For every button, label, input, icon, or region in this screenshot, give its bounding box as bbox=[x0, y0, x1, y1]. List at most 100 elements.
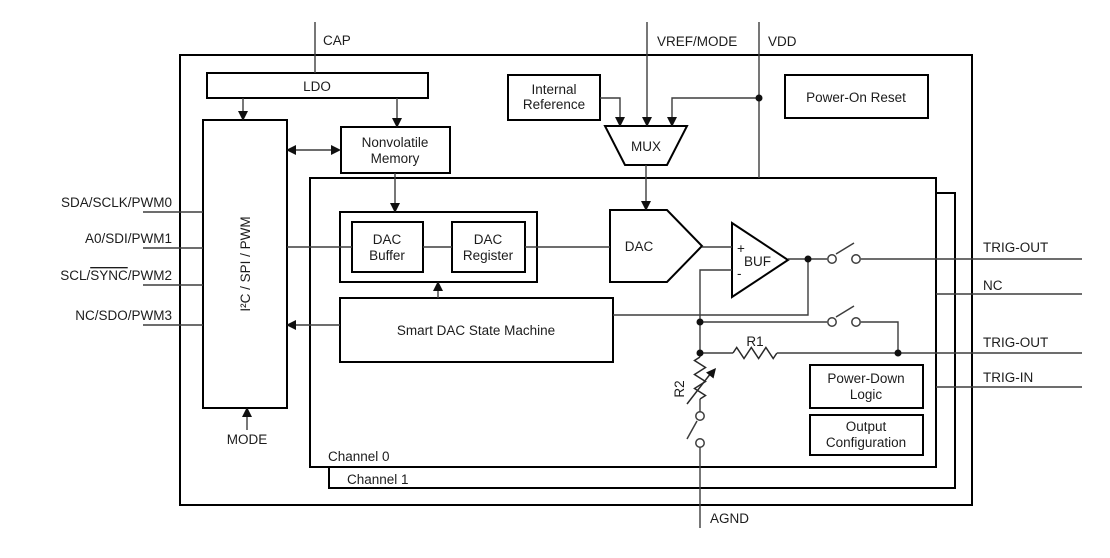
dac-buffer-label-line1: DAC bbox=[373, 232, 402, 247]
wire-intref-to-mux bbox=[600, 97, 621, 124]
switch2-contact-left bbox=[827, 317, 837, 327]
state-machine-label: Smart DAC State Machine bbox=[397, 323, 555, 338]
power-down-label-line2: Logic bbox=[850, 387, 883, 402]
arrowhead-nvm-right bbox=[331, 145, 341, 155]
switch3-contact-bottom bbox=[695, 438, 705, 448]
resistor-r2 bbox=[693, 356, 707, 400]
output-switch-1 bbox=[827, 242, 861, 264]
switch1-contact-left bbox=[827, 254, 837, 264]
arrowhead-interface-left bbox=[286, 145, 296, 155]
interface-label: I²C / SPI / PWM bbox=[238, 216, 253, 311]
internal-ref-label-line1: Internal bbox=[531, 82, 576, 97]
internal-ref-label-line2: Reference bbox=[523, 97, 585, 112]
arrowhead-sm-interface bbox=[286, 320, 296, 330]
arrowhead-mux-dac bbox=[641, 201, 651, 211]
sync-overline: SYNC bbox=[90, 268, 128, 283]
resistor-r2-arrowhead bbox=[706, 368, 716, 379]
pin-label-sda-sclk-pwm0: SDA/SCLK/PWM0 bbox=[61, 195, 172, 210]
wire-switch2-down bbox=[861, 321, 899, 353]
resistor-r1 bbox=[732, 346, 778, 360]
arrowhead-mode bbox=[242, 407, 252, 417]
dac-register-label-line1: DAC bbox=[474, 232, 503, 247]
junction-r1-output bbox=[894, 349, 902, 357]
buf-amplifier bbox=[731, 221, 790, 299]
power-down-label-line1: Power-Down bbox=[827, 371, 904, 386]
power-on-reset-label: Power-On Reset bbox=[806, 90, 906, 105]
power-on-reset-block bbox=[784, 74, 929, 119]
dac-buffer-block bbox=[351, 221, 424, 273]
pin-label-scl-sync-pwm2: SCL/SYNC/PWM2 bbox=[60, 268, 172, 283]
dac-buffer-label-line2: Buffer bbox=[369, 248, 405, 263]
pin-label-mode: MODE bbox=[227, 432, 268, 447]
junction-dots bbox=[696, 94, 902, 357]
channel1-label: Channel 1 bbox=[347, 472, 409, 487]
switch2-lever bbox=[835, 305, 855, 318]
switch1-contact-right bbox=[851, 254, 861, 264]
pin-label-trig-out-2: TRIG-OUT bbox=[983, 335, 1048, 350]
junction-vdd bbox=[755, 94, 763, 102]
pwm2-suffix: /PWM2 bbox=[128, 268, 172, 283]
arrowhead-sm-dacbuffer bbox=[433, 281, 443, 291]
labels: CAP VREF/MODE VDD SDA/SCLK/PWM0 A0/SDI/P… bbox=[60, 33, 1048, 526]
pin-label-trig-in: TRIG-IN bbox=[983, 370, 1033, 385]
pin-label-cap: CAP bbox=[323, 33, 351, 48]
dac-register-block bbox=[451, 221, 526, 273]
wires bbox=[143, 22, 1082, 528]
arrowhead-nvm-dacbuffer bbox=[390, 203, 400, 213]
switch1-lever bbox=[835, 242, 855, 255]
smart-dac-state-machine-block bbox=[339, 297, 614, 363]
output-configuration-block bbox=[809, 414, 924, 456]
power-down-logic-block bbox=[809, 364, 924, 409]
interface-block bbox=[202, 119, 288, 409]
switch3-contact-top bbox=[695, 411, 705, 421]
nvm-label-line1: Nonvolatile bbox=[362, 135, 429, 150]
wire-sm-sense bbox=[613, 259, 809, 316]
pin-label-agnd: AGND bbox=[710, 511, 749, 526]
arrowhead-vdd-mux bbox=[667, 117, 677, 127]
channel0-label: Channel 0 bbox=[328, 449, 390, 464]
switch2-contact-right bbox=[851, 317, 861, 327]
ground-switch bbox=[686, 411, 705, 448]
resistor-r2-arrow-shaft bbox=[686, 372, 712, 405]
pin-label-trig-out-1: TRIG-OUT bbox=[983, 240, 1048, 255]
pin-label-vdd: VDD bbox=[768, 34, 797, 49]
dac-register-label-line2: Register bbox=[463, 248, 514, 263]
pin-label-nc-sdo-pwm3: NC/SDO/PWM3 bbox=[75, 308, 172, 323]
arrowhead-intref-mux bbox=[615, 117, 625, 127]
arrowhead-vref-mux bbox=[642, 117, 652, 127]
output-cfg-label-line1: Output bbox=[846, 419, 887, 434]
junction-r1-r2 bbox=[696, 349, 704, 357]
mux-label: MUX bbox=[631, 139, 661, 154]
output-switch-2 bbox=[827, 305, 861, 327]
buf-label: BUF bbox=[744, 254, 771, 269]
chip-boundary bbox=[179, 54, 973, 506]
dac-block bbox=[609, 209, 704, 283]
dac-label: DAC bbox=[625, 239, 654, 254]
resistors bbox=[686, 346, 778, 405]
pin-label-vref-mode: VREF/MODE bbox=[657, 34, 737, 49]
scl-prefix: SCL/ bbox=[60, 268, 90, 283]
nvm-label-line2: Memory bbox=[371, 151, 420, 166]
ldo-block bbox=[206, 72, 429, 99]
junction-feedback-switch bbox=[696, 318, 704, 326]
switch3-lever bbox=[686, 420, 698, 440]
ldo-label: LDO bbox=[303, 79, 331, 94]
junction-buf-output bbox=[804, 255, 812, 263]
internal-reference-block bbox=[507, 74, 601, 121]
wire-buf-feedback bbox=[699, 269, 732, 357]
mux-block bbox=[603, 125, 689, 166]
output-cfg-label-line2: Configuration bbox=[826, 435, 906, 450]
wire-vdd-to-mux bbox=[671, 97, 759, 124]
r1-label: R1 bbox=[746, 334, 763, 349]
arrowhead-ldo-interface bbox=[238, 111, 248, 121]
pin-label-nc: NC bbox=[983, 278, 1003, 293]
arrowheads bbox=[238, 111, 677, 417]
nonvolatile-memory-block bbox=[340, 126, 451, 174]
switches bbox=[686, 242, 861, 448]
r2-label: R2 bbox=[672, 380, 687, 397]
buf-minus-label: - bbox=[737, 266, 742, 281]
pin-label-a0-sdi-pwm1: A0/SDI/PWM1 bbox=[85, 231, 172, 246]
arrowhead-ldo-nvm bbox=[392, 118, 402, 128]
